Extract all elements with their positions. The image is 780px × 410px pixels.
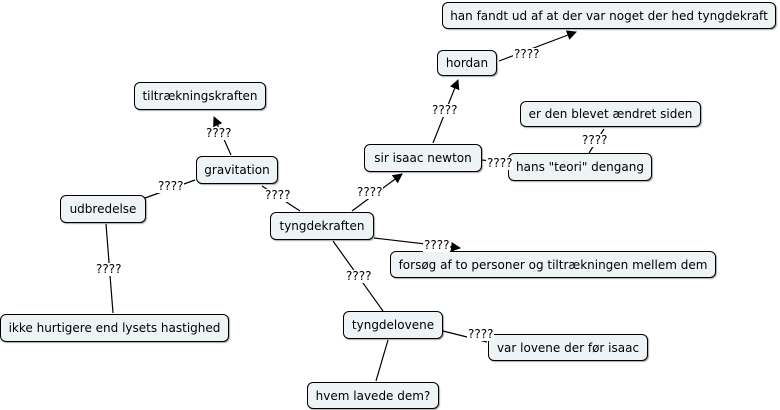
concept-tyngdekraften[interactable]: tyngdekraften xyxy=(270,212,374,240)
link-label: ???? xyxy=(95,262,123,276)
link-label: ???? xyxy=(157,179,185,193)
link-label: ???? xyxy=(423,238,451,252)
link-label: ???? xyxy=(513,47,541,61)
concept-tyngdelovene[interactable]: tyngdelovene xyxy=(343,311,443,339)
concept-lysets-hastighed[interactable]: ikke hurtigere end lysets hastighed xyxy=(0,314,229,342)
link-label: ???? xyxy=(581,133,609,147)
link-label: ???? xyxy=(486,156,514,170)
link-label: ???? xyxy=(264,188,292,202)
concept-tiltraekningskraften[interactable]: tiltrækningskraften xyxy=(134,82,266,110)
concept-forsoeg[interactable]: forsøg af to personer og tiltrækningen m… xyxy=(390,251,716,278)
concept-teori[interactable]: hans "teori" dengang xyxy=(508,153,652,181)
concept-gravitation[interactable]: gravitation xyxy=(196,156,278,184)
concept-hordan[interactable]: hordan xyxy=(437,50,497,76)
concept-fandt-ud[interactable]: han fandt ud af at der var noget der hed… xyxy=(442,2,776,29)
link-label: ???? xyxy=(345,269,373,283)
link-label: ???? xyxy=(431,103,459,117)
link-label: ???? xyxy=(205,126,233,140)
link-line xyxy=(375,339,389,382)
link-line xyxy=(498,30,577,62)
concept-aendret[interactable]: er den blevet ændret siden xyxy=(520,101,701,127)
concept-isaac-newton[interactable]: sir isaac newton xyxy=(364,144,482,172)
link-label: ???? xyxy=(356,185,384,199)
concept-udbredelse[interactable]: udbredelse xyxy=(60,195,146,223)
concept-hvem-lavede[interactable]: hvem lavede dem? xyxy=(307,382,439,409)
concept-lovene-foer[interactable]: var lovene der før isaac xyxy=(488,334,648,361)
link-label: ???? xyxy=(467,327,495,341)
